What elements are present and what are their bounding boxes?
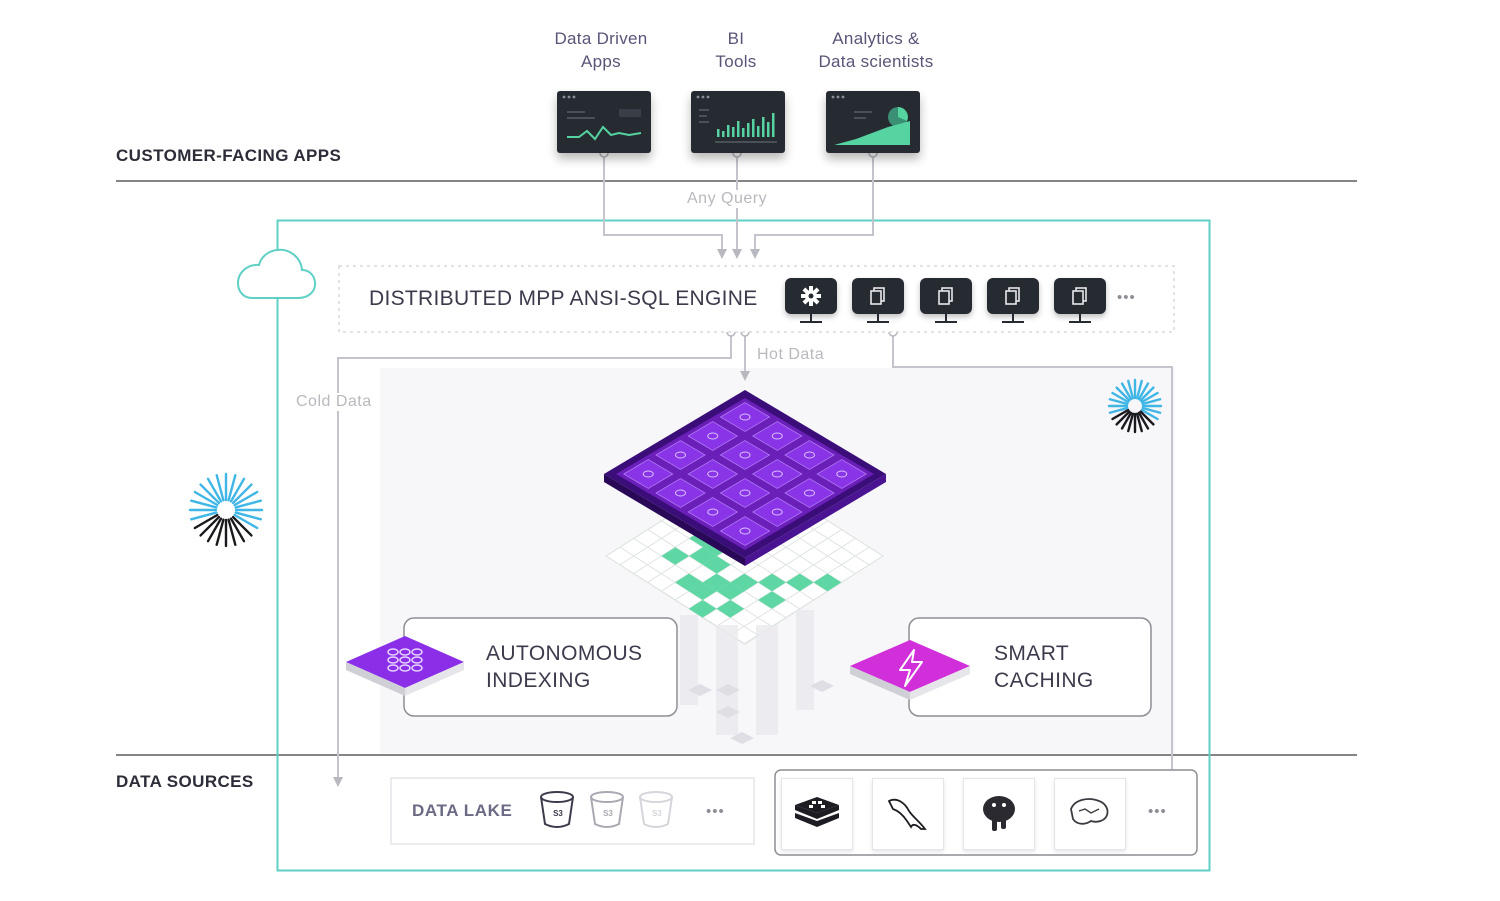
data-lake-label: DATA LAKE bbox=[412, 801, 513, 820]
cold-data-arrow bbox=[333, 336, 732, 787]
gear-server-icon bbox=[785, 278, 837, 314]
app-label-analytics: Analytics &Data scientists bbox=[818, 29, 934, 71]
indexing-label: AUTONOMOUS INDEXING bbox=[486, 642, 643, 692]
platform-frame bbox=[276, 219, 1211, 872]
mysql-icon bbox=[872, 778, 944, 850]
s3-bucket-label: S3 bbox=[603, 809, 613, 818]
mariadb-icon bbox=[1054, 778, 1126, 850]
databases-more-icon: ••• bbox=[1148, 803, 1167, 820]
node-server-icon bbox=[852, 278, 904, 314]
flow-label-cold-data: Cold Data bbox=[294, 393, 374, 411]
caching-tile-icon bbox=[850, 640, 970, 700]
flow-label-hot-data: Hot Data bbox=[757, 346, 825, 363]
indexing-tile-icon bbox=[346, 636, 464, 696]
section-data-sources: DATA SOURCES bbox=[116, 772, 254, 791]
server-stands bbox=[800, 314, 1091, 323]
storage-blocks bbox=[688, 680, 834, 744]
engine-more-icon: ••• bbox=[1117, 289, 1136, 306]
bar-chart-monitor-icon bbox=[691, 91, 785, 153]
storage-columns bbox=[680, 610, 814, 735]
node-server-icon bbox=[1054, 278, 1106, 314]
postgresql-icon bbox=[963, 778, 1035, 850]
cloud-icon bbox=[236, 248, 317, 299]
line-chart-monitor-icon bbox=[557, 91, 651, 153]
lightning-icon bbox=[899, 649, 923, 687]
spinner-icon-left bbox=[188, 472, 264, 548]
db-data-arrow bbox=[892, 336, 1177, 792]
node-server-icon bbox=[987, 278, 1039, 314]
s3-bucket-icons bbox=[540, 791, 673, 828]
spinner-icon-right bbox=[1107, 378, 1163, 434]
s3-bucket-label: S3 bbox=[652, 809, 662, 818]
flow-label-any-query: Any Query bbox=[685, 190, 770, 208]
query-arrow-analytics bbox=[750, 153, 874, 259]
query-arrow-apps bbox=[603, 153, 727, 259]
node-server-icon bbox=[920, 278, 972, 314]
pie-chart-monitor-icon bbox=[826, 91, 920, 153]
s3-bucket-label: S3 bbox=[553, 809, 563, 818]
data-lake-more-icon: ••• bbox=[706, 803, 725, 820]
section-customer-facing-apps: CUSTOMER-FACING APPS bbox=[116, 146, 342, 165]
engine-title: DISTRIBUTED MPP ANSI-SQL ENGINE bbox=[369, 287, 758, 310]
caching-label: SMART CACHING bbox=[994, 642, 1094, 692]
processing-chip-icon bbox=[604, 390, 886, 566]
redis-icon bbox=[781, 778, 853, 850]
data-lake-box bbox=[390, 777, 755, 845]
